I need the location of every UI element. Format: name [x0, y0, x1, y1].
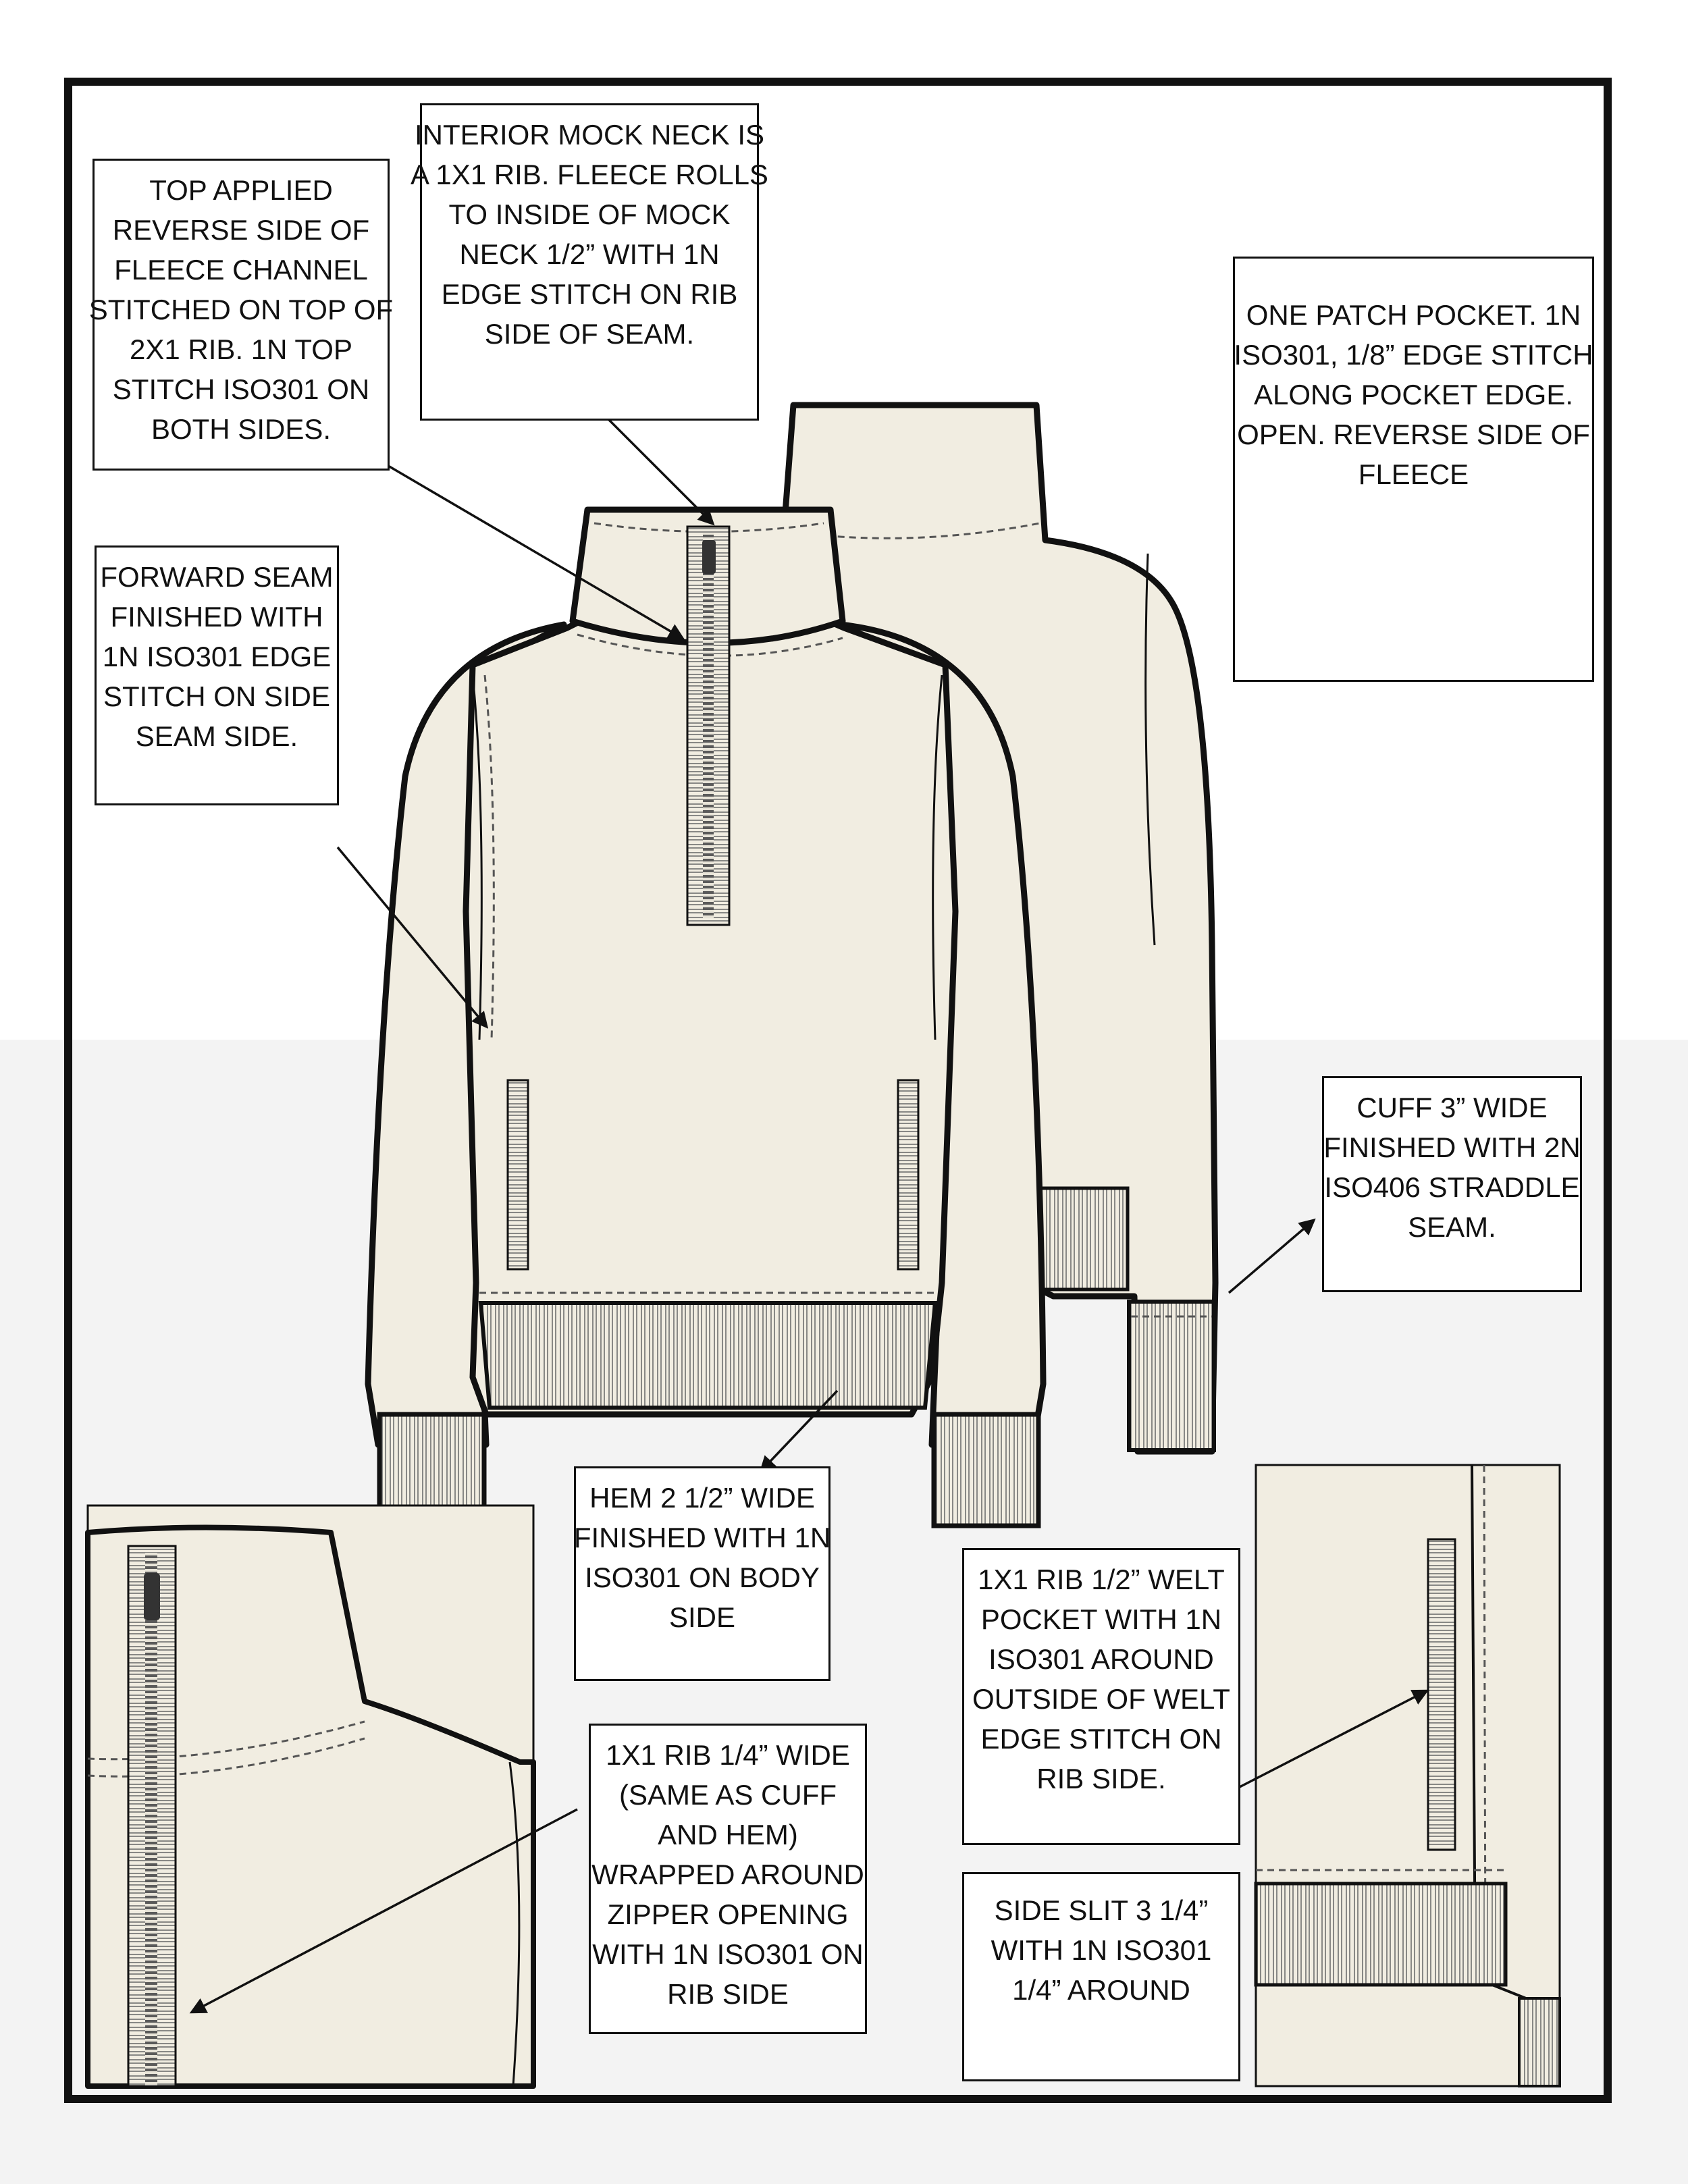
note-line: TOP APPLIED — [149, 174, 333, 206]
note-line: FINISHED WITH — [110, 601, 323, 633]
note-line: BOTH SIDES. — [151, 413, 332, 445]
note-line: (SAME AS CUFF — [618, 1779, 837, 1811]
arrow-hem — [759, 1389, 839, 1473]
note-line: 1N ISO301 EDGE — [102, 641, 332, 672]
note-line: STITCH ISO301 ON — [112, 373, 370, 405]
note-line: A 1X1 RIB. FLEECE ROLLS — [411, 159, 768, 190]
note-forward-seam: FORWARD SEAM FINISHED WITH 1N ISO301 EDG… — [95, 545, 339, 805]
note-line: 1X1 RIB 1/4” WIDE — [606, 1739, 850, 1771]
front-neck-stitch — [577, 633, 843, 657]
note-line: WITH 1N ISO301 ON — [592, 1938, 864, 1970]
note-mock-neck: INTERIOR MOCK NECK IS A 1X1 RIB. FLEECE … — [411, 103, 768, 421]
back-neck-stitch — [803, 522, 1040, 539]
note-line: FORWARD SEAM — [100, 561, 334, 593]
note-line: SIDE — [668, 1601, 736, 1633]
note-line: 1X1 RIB 1/2” WELT — [978, 1564, 1225, 1595]
note-hem: HEM 2 1/2” WIDE FINISHED WITH 1N ISO301 … — [574, 1466, 830, 1681]
note-line: SEAM. — [1408, 1211, 1496, 1243]
front-left-welt-pocket — [506, 1079, 529, 1271]
note-line: STITCHED ON TOP OF — [88, 294, 394, 325]
page-frame — [64, 78, 1612, 2103]
note-line: 2X1 RIB. 1N TOP — [130, 334, 352, 365]
note-cuff: CUFF 3” WIDE FINISHED WITH 2N ISO406 STR… — [1322, 1076, 1582, 1292]
note-line: FINISHED WITH 2N — [1323, 1131, 1581, 1163]
arrow-zipper-rib — [189, 1808, 578, 2014]
note-line: ISO301, 1/8” EDGE STITCH — [1234, 339, 1593, 371]
front-left-forward-seam — [471, 674, 483, 1040]
back-cuff — [1127, 1300, 1216, 1452]
note-line: ONE PATCH POCKET. 1N — [1246, 299, 1581, 331]
leader-arrows — [189, 414, 1429, 2014]
back-armhole-seam — [1144, 553, 1156, 946]
arrow-welt-pocket — [1235, 1689, 1429, 1790]
front-hem-rib — [478, 1301, 938, 1410]
note-line: SIDE OF SEAM. — [484, 318, 695, 350]
note-line: ISO301 AROUND — [988, 1643, 1214, 1675]
note-welt-pocket: 1X1 RIB 1/2” WELT POCKET WITH 1N ISO301 … — [962, 1548, 1240, 1845]
arrow-forward-seam — [336, 846, 489, 1029]
note-side-slit: SIDE SLIT 3 1/4” WITH 1N ISO301 1/4” ARO… — [962, 1872, 1240, 2081]
note-line: FINISHED WITH 1N — [573, 1522, 831, 1553]
note-line: SIDE SLIT 3 1/4” — [994, 1894, 1209, 1926]
note-line: POCKET WITH 1N — [980, 1603, 1222, 1635]
arrow-cuff — [1228, 1218, 1316, 1294]
note-line: OPEN. REVERSE SIDE OF — [1237, 419, 1590, 450]
front-view-garment — [365, 506, 1047, 1528]
note-line: AND HEM) — [658, 1819, 798, 1850]
arrow-mock-neck — [603, 414, 715, 526]
note-patch-pocket: ONE PATCH POCKET. 1N ISO301, 1/8” EDGE S… — [1233, 257, 1594, 682]
front-zipper-teeth — [703, 533, 714, 918]
note-line: WITH 1N ISO301 — [991, 1934, 1212, 1966]
note-line: FLEECE — [1358, 458, 1469, 490]
note-line: ZIPPER OPENING — [607, 1898, 849, 1930]
front-right-cuff — [931, 1412, 1041, 1528]
note-line: ALONG POCKET EDGE. — [1253, 379, 1573, 410]
note-line: TO INSIDE OF MOCK — [448, 198, 731, 230]
detail-side-slit — [1254, 1464, 1561, 2087]
note-line: WRAPPED AROUND — [591, 1859, 864, 1890]
note-line: EDGE STITCH ON RIB — [441, 278, 738, 310]
note-line: INTERIOR MOCK NECK IS — [414, 119, 765, 151]
note-line: HEM 2 1/2” WIDE — [589, 1482, 815, 1514]
note-line: CUFF 3” WIDE — [1356, 1092, 1548, 1123]
note-line: 1/4” AROUND — [1012, 1974, 1190, 2006]
note-fleece-channel: TOP APPLIED REVERSE SIDE OF FLEECE CHANN… — [89, 159, 393, 471]
front-left-seam-stitch — [483, 674, 495, 1040]
note-zipper-rib: 1X1 RIB 1/4” WIDE (SAME AS CUFF AND HEM)… — [589, 1724, 867, 2034]
note-line: SEAM SIDE. — [135, 720, 298, 752]
front-right-forward-seam — [932, 674, 943, 1040]
note-line: EDGE STITCH ON — [980, 1723, 1222, 1755]
note-line: RIB SIDE. — [1036, 1763, 1166, 1794]
detail-neck-zipper — [85, 1504, 536, 2089]
note-line: ISO301 ON BODY — [585, 1562, 820, 1593]
note-line: ISO406 STRADDLE — [1324, 1171, 1580, 1203]
note-line: RIB SIDE — [667, 1978, 789, 2010]
note-line: REVERSE SIDE OF — [112, 214, 370, 246]
note-line: STITCH ON SIDE — [103, 681, 331, 712]
note-line: NECK 1/2” WITH 1N — [459, 238, 720, 270]
front-left-sleeve — [365, 621, 567, 1448]
front-right-welt-pocket — [897, 1079, 920, 1271]
note-line: FLEECE CHANNEL — [114, 254, 368, 286]
front-zipper-pull — [702, 540, 716, 574]
arrow-channel — [388, 464, 685, 640]
note-line: OUTSIDE OF WELT — [972, 1683, 1230, 1715]
